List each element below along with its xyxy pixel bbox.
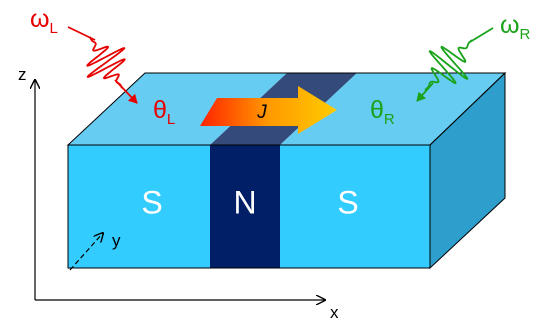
left-frequency-label: ωL [30,5,58,37]
right-angle-label: θR [370,96,395,128]
left-superconductor-front [68,145,210,268]
left-wave-arrow [114,79,138,104]
coordinate-axes: z x y [18,65,339,320]
slab-side-face [430,73,505,268]
z-axis-label: z [18,65,27,84]
left-wave-packet [86,36,126,89]
left-wave-group: ωL θL [30,5,175,128]
right-frequency-label: ωR [500,11,531,43]
y-axis-label: y [112,231,121,250]
x-axis-label: x [330,303,339,320]
right-wave-tail [469,27,494,43]
slab-outline [66,71,507,270]
right-superconductor-front [280,145,430,268]
normal-region-label: N [233,184,256,220]
right-wave-packet [424,39,473,91]
left-superconductor-label: S [141,184,162,220]
y-axis [69,233,103,271]
right-superconductor-label: S [337,184,358,220]
slab-top-face [68,73,287,145]
right-wave-arrow [416,82,434,102]
current-arrow [200,86,337,134]
current-label: J [256,102,267,123]
left-angle-label: θL [153,96,175,128]
right-wave-group: ωR θR [370,11,531,128]
normal-region-front [210,145,280,268]
